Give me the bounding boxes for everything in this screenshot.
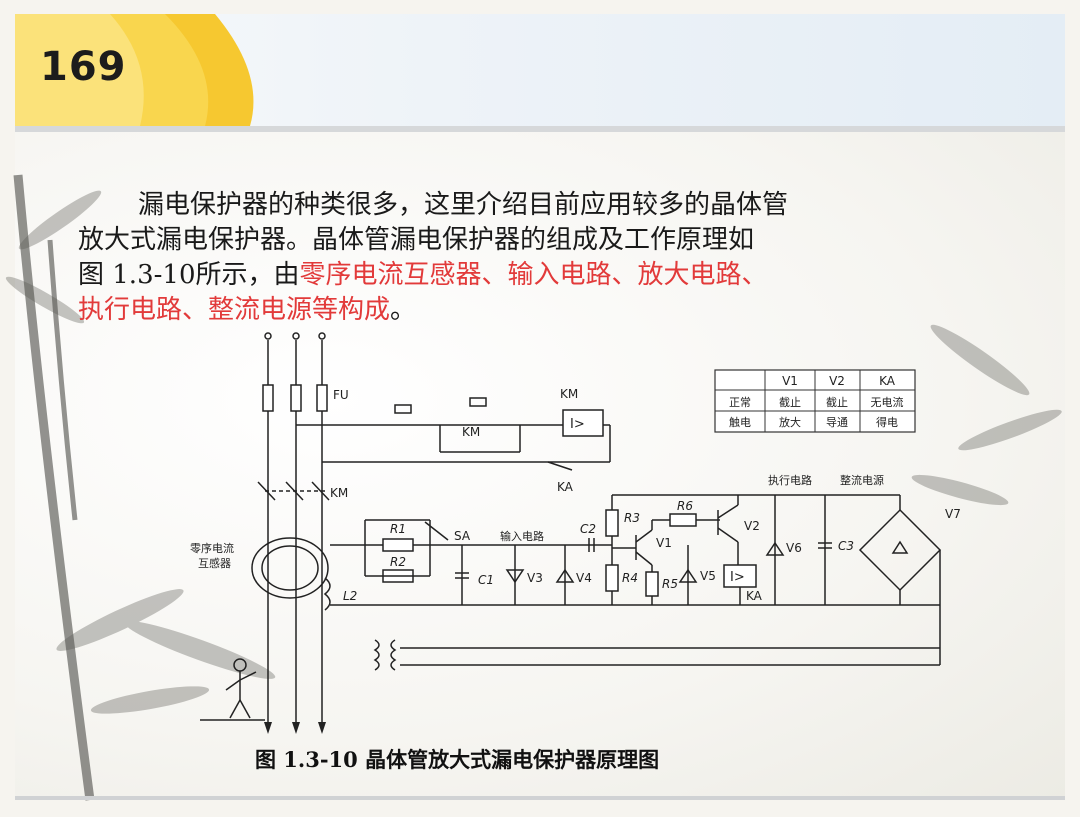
table-cell: 正常 bbox=[729, 396, 751, 409]
label-r3: R3 bbox=[624, 511, 640, 525]
paragraph-line-4-highlight: 执行电路、整流电源等构成 bbox=[78, 295, 391, 325]
paragraph-line-4-end: 。 bbox=[390, 295, 417, 325]
label-rectifier-power: 整流电源 bbox=[840, 473, 884, 487]
label-relay-symbol-top: I> bbox=[570, 417, 585, 432]
table-header-1: V1 bbox=[782, 374, 798, 388]
table-cell: 导通 bbox=[826, 416, 848, 429]
figure-caption: 图 1.3-10 晶体管放大式漏电保护器原理图 bbox=[255, 747, 660, 772]
label-v4: V4 bbox=[576, 571, 592, 585]
paragraph-line-2: 放大式漏电保护器。晶体管漏电保护器的组成及工作原理如 bbox=[78, 225, 755, 255]
label-r5: R5 bbox=[662, 577, 678, 591]
label-r4: R4 bbox=[622, 571, 638, 585]
label-v7: V7 bbox=[945, 507, 961, 521]
label-v2: V2 bbox=[744, 519, 760, 533]
state-table: V1 V2 KA 正常 截止 截止 无电流 触电 放大 导通 得电 bbox=[714, 369, 916, 433]
label-km-coil: KM bbox=[462, 425, 480, 439]
paragraph-line-1: 漏电保护器的种类很多，这里介绍目前应用较多的晶体管 bbox=[138, 190, 789, 220]
label-v6: V6 bbox=[786, 541, 802, 555]
label-sa: SA bbox=[454, 529, 471, 543]
paragraph-line-3-highlight: 零序电流互感器、输入电路、放大电路、 bbox=[299, 260, 768, 290]
label-input-circuit: 输入电路 bbox=[500, 529, 544, 543]
table-cell: 截止 bbox=[779, 395, 801, 409]
label-exec-circuit: 执行电路 bbox=[768, 473, 812, 487]
label-v1: V1 bbox=[656, 536, 672, 550]
bottom-divider bbox=[15, 796, 1065, 800]
label-fu: FU bbox=[333, 388, 349, 402]
corner-decoration bbox=[15, 14, 254, 126]
label-c2: C2 bbox=[580, 522, 596, 536]
table-cell: 截止 bbox=[826, 395, 848, 409]
content-area bbox=[15, 132, 1065, 800]
label-c3: C3 bbox=[838, 539, 854, 553]
label-v3: V3 bbox=[527, 571, 543, 585]
page-number: 169 bbox=[40, 44, 127, 90]
label-km-top: KM bbox=[560, 387, 578, 401]
table-cell: 触电 bbox=[729, 415, 751, 429]
label-ka-contact: KA bbox=[557, 480, 574, 494]
label-r2: R2 bbox=[390, 555, 406, 569]
label-l2: L2 bbox=[343, 589, 357, 603]
table-header-2: V2 bbox=[829, 374, 845, 388]
label-c1: C1 bbox=[478, 573, 494, 587]
table-cell: 得电 bbox=[876, 416, 898, 429]
label-km-main: KM bbox=[330, 486, 348, 500]
table-header-3: KA bbox=[879, 374, 896, 388]
description-paragraph: 漏电保护器的种类很多，这里介绍目前应用较多的晶体管 放大式漏电保护器。晶体管漏电… bbox=[78, 188, 1028, 328]
label-ct-line1: 零序电流 bbox=[190, 541, 234, 555]
label-ct-line2: 互感器 bbox=[198, 557, 231, 570]
label-relay-symbol: I> bbox=[730, 570, 745, 585]
table-cell: 放大 bbox=[779, 415, 801, 429]
title-divider bbox=[15, 126, 1065, 132]
label-ka-coil: KA bbox=[746, 589, 763, 603]
label-v5: V5 bbox=[700, 569, 716, 583]
label-r6: R6 bbox=[677, 499, 693, 513]
label-r1: R1 bbox=[390, 522, 406, 536]
paragraph-line-3a: 图 1.3-10所示，由 bbox=[78, 260, 300, 290]
table-cell: 无电流 bbox=[871, 395, 904, 409]
